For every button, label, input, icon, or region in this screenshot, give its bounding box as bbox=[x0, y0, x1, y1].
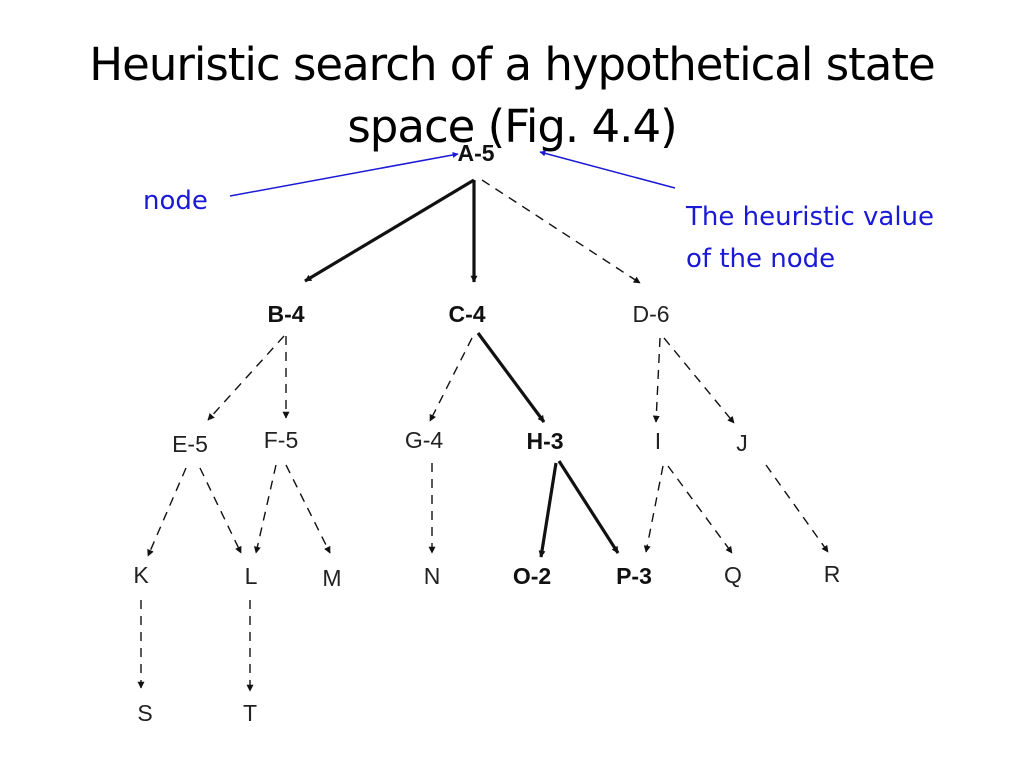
node-p: P-3 bbox=[616, 563, 652, 589]
slide-title-line-2: space (Fig. 4.4) bbox=[347, 100, 677, 153]
node-c: C-4 bbox=[448, 301, 485, 327]
node-i: I bbox=[655, 428, 661, 454]
node-b: B-4 bbox=[267, 301, 304, 327]
tree-node-labels: A-5B-4 C-4 D-6E-5 F-5 G-4 H-3 I J K L M N O-2 P-3 Q R S T bbox=[133, 140, 840, 726]
tree-edges bbox=[137, 178, 829, 692]
node-e: E-5 bbox=[172, 431, 208, 457]
node-n: N bbox=[424, 563, 441, 589]
node-callout-label: node bbox=[143, 186, 208, 216]
node-g: G-4 bbox=[405, 427, 444, 453]
node-r: R bbox=[824, 561, 841, 587]
edge-f-to-l bbox=[253, 464, 277, 554]
node-a: A-5 bbox=[457, 140, 494, 166]
edge-a-to-b bbox=[304, 178, 475, 283]
node-o: O-2 bbox=[513, 563, 551, 589]
heuristic-callout-label: The heuristic value of the node bbox=[686, 196, 934, 280]
heuristic-callout-line-2: of the node bbox=[686, 244, 836, 274]
edge-d-to-i bbox=[652, 337, 661, 423]
edge-e-to-k bbox=[147, 467, 187, 557]
node-k: K bbox=[133, 562, 149, 588]
heuristic-callout-line-1: The heuristic value bbox=[686, 202, 935, 232]
edge-i-to-p bbox=[643, 465, 664, 553]
node-m: M bbox=[322, 565, 341, 591]
slide-title-line-1: Heuristic search of a hypothetical state bbox=[89, 38, 935, 91]
node-f: F-5 bbox=[264, 427, 299, 453]
edge-i-to-q bbox=[667, 465, 733, 554]
node-t: T bbox=[243, 700, 257, 726]
node-q: Q bbox=[724, 562, 742, 588]
node-s: S bbox=[137, 700, 152, 726]
edge-a-to-d bbox=[481, 179, 641, 284]
node-l: L bbox=[245, 563, 258, 589]
edge-b-to-e bbox=[207, 335, 285, 421]
edge-j-to-r bbox=[765, 464, 829, 553]
edge-c-to-g bbox=[429, 337, 473, 422]
edge-e-to-l bbox=[199, 467, 242, 554]
edge-f-to-m bbox=[285, 464, 331, 554]
node-d: D-6 bbox=[632, 301, 669, 327]
node-h: H-3 bbox=[526, 428, 563, 454]
edge-h-to-p bbox=[557, 460, 620, 554]
callout-lines bbox=[229, 150, 676, 197]
heuristic-callout-line bbox=[539, 150, 676, 189]
node-j: J bbox=[736, 430, 748, 456]
slide-title: Heuristic search of a hypothetical state… bbox=[0, 34, 1024, 158]
node-callout-line bbox=[229, 152, 459, 197]
edge-c-to-h bbox=[476, 332, 546, 423]
edge-d-to-j bbox=[663, 337, 735, 424]
edge-h-to-o bbox=[538, 462, 558, 558]
